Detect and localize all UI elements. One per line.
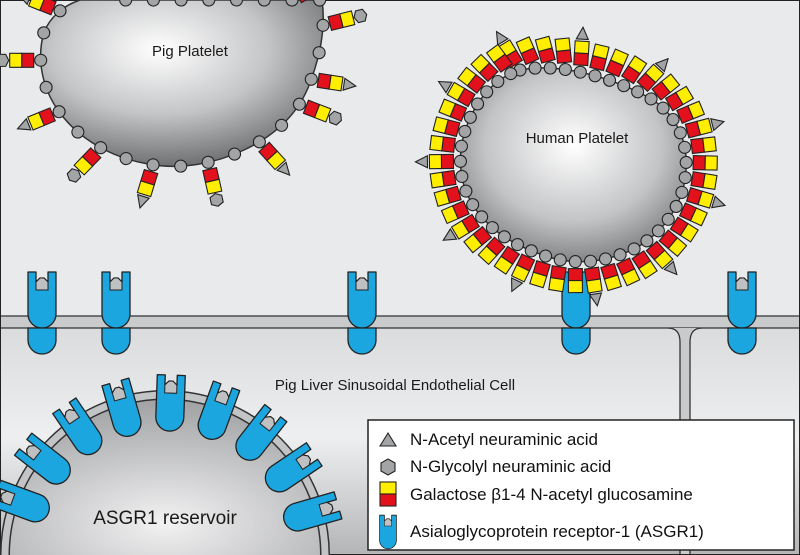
human-glycan [554,37,573,77]
triangle-icon [379,431,397,447]
membrane-receptor-base [727,327,757,355]
pig-glycan [292,97,342,126]
pig-glycan [275,118,289,132]
reservoir-receptor [154,373,186,433]
human-glycan [644,73,681,106]
human-glycan [617,55,648,93]
membrane-receptors [27,271,757,355]
legend: N-Acetyl neuraminic acid N-Glycolyl neur… [367,419,795,551]
human-glycan [673,117,726,140]
pig-glycan [136,158,160,210]
pig-glycan [66,141,108,183]
membrane-receptor-base [561,327,591,355]
pig-glycan [227,147,242,161]
endothelial-cell-label: Pig Liver Sinusoidal Endothelial Cell [275,377,515,394]
legend-asgr1: Asialoglycoprotein receptor-1 (ASGR1) [410,522,704,541]
pig-glycan [316,8,368,32]
pig-glycan [39,80,53,94]
pig-platelet [0,0,368,210]
membrane-receptor [101,271,131,329]
human-glycan [548,253,567,293]
reservoir-label: ASGR1 reservoir [93,508,237,529]
pig-glycan [119,152,133,166]
human-platelet [414,25,727,307]
human-glycan [656,85,695,115]
asgr1-reservoir [0,373,343,555]
pig-glycan [312,46,326,60]
membrane-receptor [27,271,57,329]
human-glycan [602,48,630,87]
human-glycan [675,185,727,209]
pig-glycan [304,72,358,92]
pig-glycan [0,52,48,68]
human-glycan [583,254,603,307]
legend-neu5ac: N-Acetyl neuraminic acid [410,430,598,449]
pig-glycan [257,0,271,7]
human-glycan [631,57,669,99]
pig-glycan [285,0,313,7]
human-glycan [432,116,472,138]
human-glycan [640,234,678,276]
human-glycan [515,36,542,75]
pig-glycan [71,125,85,139]
human-glycan [477,230,511,266]
pig-glycan [174,159,188,173]
membrane-receptor-base [101,327,131,355]
human-glycan [567,255,583,294]
human-glycan [669,199,708,227]
galactose-glcnac-icon [379,481,397,507]
membrane-receptor [347,271,377,329]
pig-platelet-label: Pig Platelet [152,43,229,60]
human-glycan [529,249,553,289]
human-glycan [627,242,658,280]
legend-neu5gc: N-Glycolyl neuraminic acid [410,457,611,476]
human-glycan [666,100,706,127]
pig-glycan [252,135,291,177]
legend-galactose: Galactose β1-4 N-acetyl glucosamine [410,485,693,504]
pig-glycan [313,0,327,7]
receptor-icon [379,514,397,550]
pig-glycan [146,0,160,7]
human-glycan [613,248,641,287]
membrane-receptor-base [347,327,377,355]
hexagon-icon [380,458,396,476]
pig-glycan [17,0,67,18]
human-glycan [485,43,518,81]
pig-glycan [202,0,216,7]
human-glycan [429,169,469,189]
pig-glycan [106,0,133,7]
human-glycan [598,252,623,292]
human-glycan [438,98,477,124]
legend-box [367,419,795,551]
human-glycan [678,171,718,191]
membrane-receptor-base [27,327,57,355]
human-glycan [440,198,480,225]
pig-glycan [174,0,188,7]
human-glycan [588,43,610,83]
human-glycan [493,237,525,275]
human-glycan [437,80,485,111]
human-glycan [661,212,699,243]
membrane-receptor [727,271,757,329]
human-glycan [679,155,718,171]
human-glycan [463,221,499,254]
human-glycan [534,35,557,75]
pig-glycan [229,0,255,7]
pig-glycan [16,105,66,131]
human-platelet-label: Human Platelet [526,130,629,147]
human-glycan [414,153,467,170]
human-glycan [429,134,468,153]
human-glycan [651,224,688,258]
human-glycan [510,244,538,293]
human-glycan [433,184,473,207]
pig-glycan [201,155,224,207]
pig-glycan [37,26,51,40]
human-glycan [678,136,717,155]
human-glycan [470,53,505,89]
human-glycan [442,210,489,241]
human-glycan [457,66,494,99]
human-glycan [573,25,590,79]
